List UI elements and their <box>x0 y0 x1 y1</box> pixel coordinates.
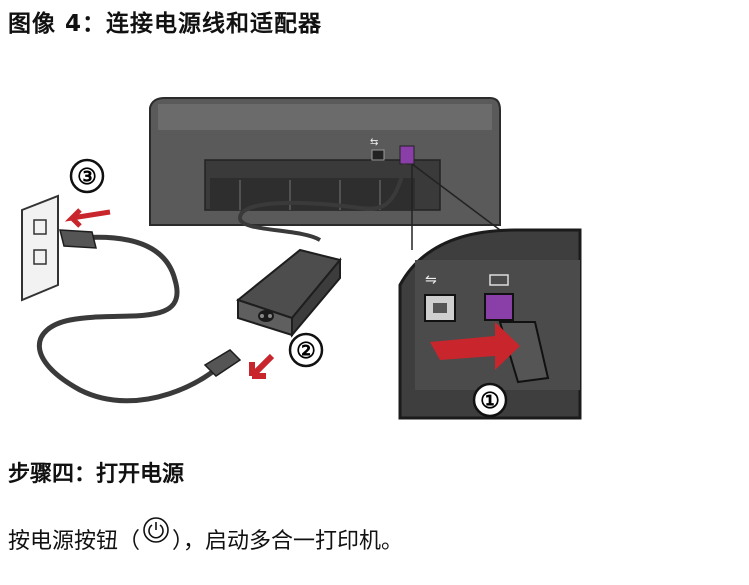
connection-illustration: ⇆ ③ ② ⇋ ① <box>21 97 582 420</box>
port-closeup: ⇋ <box>398 228 582 420</box>
printer-illustration: ⇆ <box>149 97 501 226</box>
callout-2 <box>288 332 324 368</box>
instruction-after: ），启动多合一打印机。 <box>172 529 404 554</box>
dc-cable <box>237 163 407 242</box>
arrow-3 <box>64 208 111 228</box>
callout-3 <box>69 158 105 194</box>
instruction-text: 按电源按钮（ ），启动多合一打印机。 <box>8 517 404 555</box>
step-title: 步骤四：打开电源 <box>8 462 185 487</box>
wall-outlet <box>21 194 59 302</box>
svg-text:⇆: ⇆ <box>370 137 378 148</box>
cord-plug <box>59 229 97 249</box>
callout-1-label: ① <box>480 388 500 414</box>
callout-3-label: ③ <box>77 164 97 190</box>
power-button-icon <box>143 517 169 543</box>
power-port <box>484 293 514 321</box>
callout-2-label: ② <box>296 338 316 364</box>
power-adapter <box>235 248 342 338</box>
callout-1 <box>472 382 508 418</box>
arrow-1 <box>430 322 520 370</box>
power-cord <box>36 234 227 404</box>
usb-symbol: ⇋ <box>425 272 437 288</box>
power-connector <box>498 321 550 384</box>
arrow-2 <box>249 353 275 379</box>
instruction-before: 按电源按钮（ <box>8 529 141 554</box>
page-heading: 图像 4：连接电源线和适配器 <box>8 11 323 37</box>
adapter-plug <box>203 349 242 377</box>
